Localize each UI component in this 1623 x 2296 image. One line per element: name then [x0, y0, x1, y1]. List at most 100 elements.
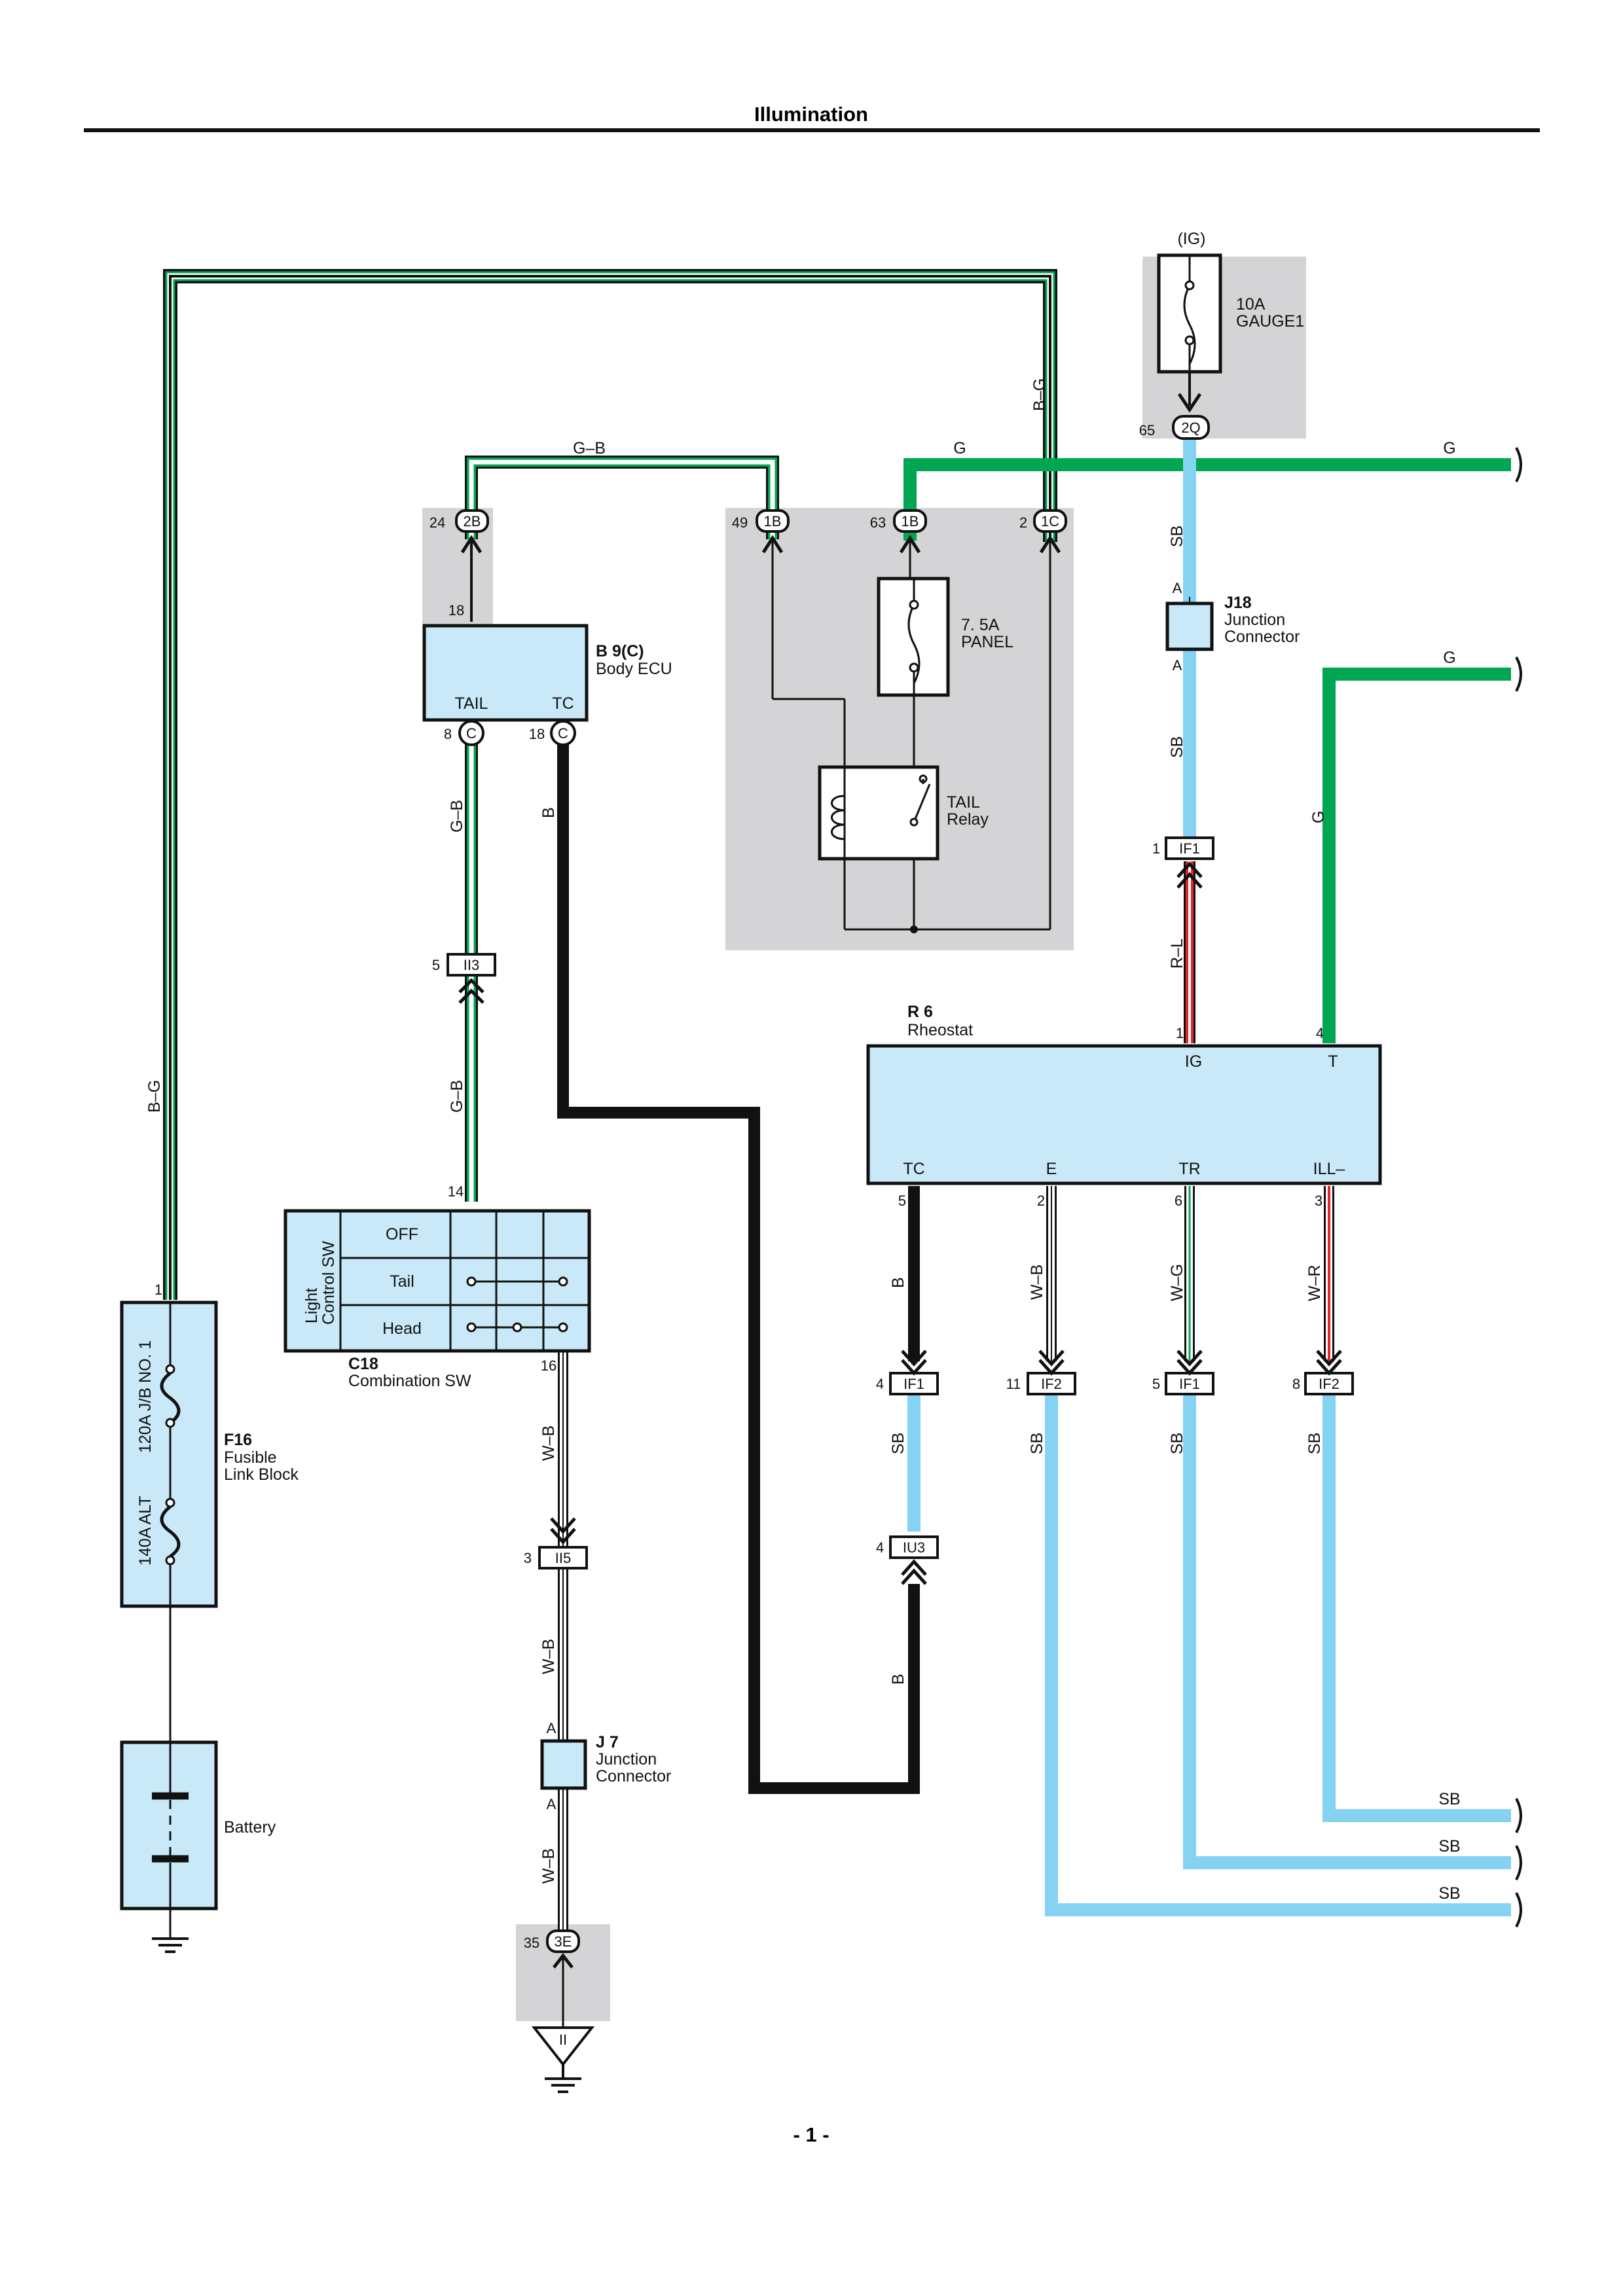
battery: [120, 1740, 218, 1910]
wire-label-g-2: G: [1443, 439, 1455, 457]
fusible-name1: Fusible: [224, 1448, 277, 1467]
body-ecu-pin-top: 18: [448, 602, 464, 619]
connector-2q: [1172, 415, 1210, 440]
j18-id: J18: [1224, 594, 1252, 612]
splice-if2-a-label: IF2: [1041, 1376, 1062, 1392]
connector-1b-b-pin: 63: [870, 514, 886, 531]
splice-ii3-pin: 5: [432, 957, 440, 973]
ground-icon-battery: [152, 1937, 189, 1953]
fusible-name2: Link Block: [224, 1465, 299, 1484]
body-ecu-pin-tail: 8: [444, 726, 452, 742]
connector-3e-arrow: [553, 1952, 574, 1969]
body-ecu-name: Body ECU: [596, 660, 672, 678]
wire-label-gb-3: G–B: [448, 1080, 466, 1113]
rheostat-term-ig: IG: [1185, 1052, 1202, 1071]
wire-label-rl: R–L: [1168, 939, 1186, 969]
combo-sw-pin-top: 14: [448, 1183, 464, 1200]
body-ecu-connector-tc: [550, 720, 576, 746]
combo-sw-id: C18: [348, 1355, 378, 1373]
wire-label-sb-8: SB: [1438, 1837, 1460, 1856]
connector-1b-a-label: 1B: [764, 513, 782, 529]
splice-if1-top-arrow: [1176, 861, 1203, 889]
combo-sw-pos-off: OFF: [386, 1225, 418, 1244]
ground-triangle-label: II: [559, 2032, 567, 2048]
tail-relay-symbol: [831, 767, 931, 859]
tail-relay-word: Relay: [947, 810, 989, 829]
wire-label-g-4: G: [1309, 811, 1328, 823]
wire-label-gb-top: G–B: [573, 439, 606, 457]
combo-sw-contacts: [466, 1276, 568, 1333]
body-ecu-conn-tc-label: C: [558, 725, 568, 742]
fuse-supply-label: (IG): [1177, 230, 1205, 248]
splice-iu3-pin: 4: [876, 1539, 884, 1556]
splice-if2-b-arrow: [1316, 1350, 1342, 1376]
connector-2b-pin: 24: [429, 514, 445, 531]
rheostat-pin-tc: 5: [898, 1193, 906, 1209]
j18-connector: [1165, 601, 1214, 651]
fusible-fuse1: 120A J/B NO. 1: [136, 1340, 155, 1453]
wire-label-sb-4: SB: [1028, 1433, 1046, 1454]
wire-label-sb-5: SB: [1168, 1433, 1186, 1454]
body-ecu-conn-tail-label: C: [466, 725, 477, 742]
ground-conn-pin: 35: [524, 1935, 539, 1951]
fuse-gauge1-rating: 10A: [1236, 295, 1266, 314]
connector-3e: [546, 1929, 580, 1953]
wire-label-wr: W–R: [1305, 1265, 1324, 1301]
j7-name1: Junction: [596, 1750, 657, 1768]
combo-sw-name: Combination SW: [348, 1372, 471, 1390]
j7-id: J 7: [596, 1733, 619, 1751]
wire-label-gb-2: G–B: [448, 800, 466, 833]
wire-label-b-2: B: [889, 1277, 907, 1288]
splice-if1-a-pin: 4: [876, 1376, 884, 1392]
wire-label-sb-2: SB: [1168, 736, 1186, 758]
splice-ii3-arrow: [458, 978, 484, 1004]
fuse-gauge1-pin: 65: [1139, 422, 1155, 439]
fusible-link-block: [120, 1300, 218, 1608]
connector-1b-b-label: 1B: [902, 513, 919, 529]
splice-ii5-label: II5: [555, 1550, 571, 1566]
wire-label-wb-e: W–B: [1028, 1265, 1046, 1300]
wire-label-b-1: B: [539, 807, 558, 818]
rheostat-term-t: T: [1328, 1052, 1338, 1071]
rheostat-pin-t: 4: [1316, 1025, 1324, 1041]
splice-if2-b: [1304, 1372, 1354, 1395]
wire-label-g-3: G: [1443, 649, 1455, 667]
j7-connector: [540, 1739, 587, 1790]
connector-1b-a: [756, 509, 790, 554]
fusible-fuse2: 140A ALT: [136, 1496, 155, 1566]
wire-gb-top: [465, 456, 779, 539]
rheostat-pin-ig: 1: [1176, 1025, 1184, 1041]
splice-if1-b: [1165, 1372, 1214, 1395]
wire-label-g-1: G: [953, 439, 966, 457]
splice-iu3-arrow: [901, 1559, 927, 1585]
j18-pin-bottom: A: [1173, 657, 1182, 673]
connector-1b-b: [893, 509, 927, 554]
splice-ii3: [447, 953, 496, 977]
wire-label-wg: W–G: [1168, 1264, 1186, 1301]
wire-label-sb-3: SB: [889, 1433, 907, 1454]
wire-label-sb-7: SB: [1438, 1790, 1460, 1808]
rheostat-pin-e: 2: [1037, 1193, 1045, 1209]
rheostat-pin-tr: 6: [1175, 1193, 1182, 1209]
fusible-pin: 1: [155, 1282, 162, 1298]
page-title: Illumination: [754, 103, 868, 126]
splice-if1-b-label: IF1: [1179, 1376, 1200, 1392]
rheostat-term-ill: ILL–: [1313, 1160, 1345, 1178]
page-number: - 1 -: [793, 2123, 829, 2146]
splice-ii5: [538, 1546, 588, 1570]
splice-if2-a-pin: 11: [1006, 1376, 1021, 1392]
wire-label-sb-6: SB: [1305, 1433, 1324, 1454]
rheostat-id: R 6: [907, 1003, 933, 1021]
wire-label-sb-1: SB: [1168, 526, 1186, 547]
j7-pin-bottom: A: [547, 1796, 556, 1812]
body-ecu-term-tail: TAIL: [455, 694, 488, 713]
wire-b-tc: [557, 742, 920, 1794]
rheostat-name: Rheostat: [907, 1021, 973, 1039]
ground-icon-ii: [545, 2064, 581, 2093]
rheostat: [866, 1044, 1382, 1185]
body-ecu-connector-tail: [458, 720, 484, 746]
wire-break-marks: [1515, 447, 1522, 1928]
body-ecu-pin-tc: 18: [529, 726, 545, 742]
wire-sb-e: [1045, 1395, 1511, 1916]
splice-if1-a-label: IF1: [903, 1376, 924, 1392]
